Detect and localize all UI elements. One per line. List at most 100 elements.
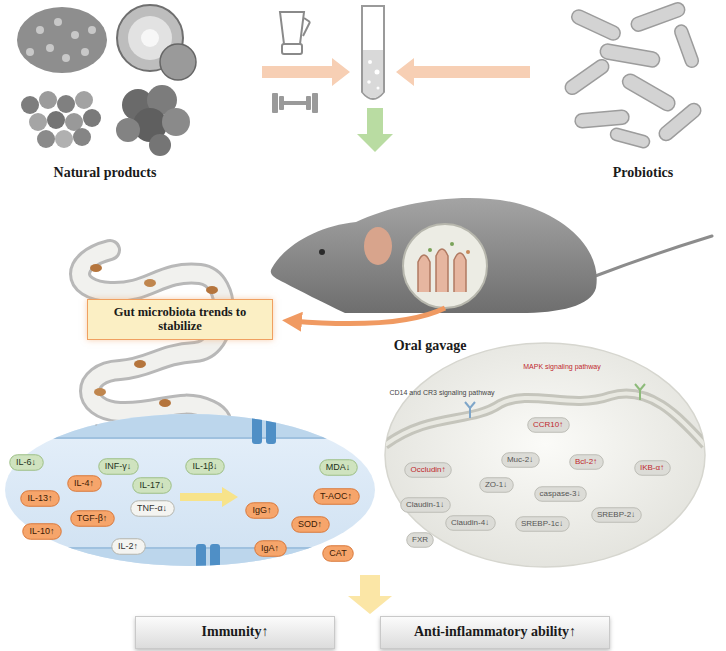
node-text: SOD↑ — [298, 519, 322, 529]
node-text: CAT — [329, 548, 346, 558]
section-label: Probiotics — [613, 165, 673, 181]
node-text: IgA↑ — [261, 543, 279, 553]
pill-shape — [130, 500, 174, 516]
marker-decrease-pill: ZO-1↓ — [479, 477, 514, 493]
dumbbell-icon — [272, 93, 318, 113]
pill-shape — [186, 458, 225, 474]
marker-decrease-pill: IL-17↓ — [132, 477, 172, 494]
pill-shape — [313, 488, 359, 504]
pathway-label: CD14 and CR3 signaling pathway — [389, 389, 494, 396]
node-text: Occludin↑ — [410, 465, 445, 474]
marker-increase-pill: SOD↑ — [291, 516, 330, 533]
pill-shape — [527, 418, 569, 433]
marker-increase-pill: IKB-α↑ — [634, 460, 671, 476]
node-text: INF-γ↓ — [105, 461, 132, 471]
step-label: Oral gavage — [394, 338, 467, 354]
node-text: IL-17↓ — [139, 480, 164, 490]
node-text: SREBP-1c↓ — [521, 519, 563, 528]
node-text: IL-4↑ — [74, 478, 94, 488]
node-text: Immunity↑ — [202, 624, 269, 640]
node-text: Gut microbiota trends to stabilize — [96, 305, 264, 334]
node-text: FXR — [412, 535, 428, 544]
node-text: IKB-α↑ — [640, 463, 664, 472]
marker-increase-pill: IgA↑ — [254, 540, 287, 557]
pill-shape — [21, 490, 60, 506]
node-text: ZO-1↓ — [485, 480, 507, 489]
pill-shape — [634, 461, 670, 476]
natural-products-picture — [17, 5, 196, 156]
pill-shape — [323, 545, 354, 561]
pill-shape — [67, 475, 101, 491]
marker-increase-pill: Bcl-2↑ — [569, 454, 604, 470]
node-text: TNF-α↓ — [137, 503, 167, 513]
pill-shape — [515, 517, 569, 532]
pathway-label: MAPK signaling pathway — [523, 363, 600, 370]
node-text: TGF-β↑ — [77, 513, 108, 523]
process-arrows — [262, 58, 530, 86]
marker-decrease-pill: FXR — [406, 532, 434, 548]
node-text: Claudin-1↓ — [406, 500, 444, 509]
marker-decrease-pill: SREBP-1c↓ — [515, 516, 570, 532]
pill-shape — [407, 533, 434, 548]
pill-shape — [98, 458, 138, 474]
node-text: IL-2↑ — [118, 541, 138, 551]
pill-shape — [400, 498, 450, 513]
pill-shape — [111, 538, 145, 554]
blender-icon — [280, 12, 310, 54]
section-label: Natural products — [54, 165, 157, 181]
pill-shape — [479, 478, 513, 493]
node-text: Anti-inflammatory ability↑ — [414, 624, 576, 640]
marker-decrease-pill: Claudin-4↓ — [445, 515, 496, 531]
node-text: Bcl-2↑ — [575, 457, 597, 466]
pill-shape — [319, 459, 357, 475]
marker-decrease-pill: Claudin-1↓ — [400, 497, 451, 513]
outcome-box: Immunity↑ — [135, 616, 335, 649]
marker-decrease-pill: IL-1β↓ — [185, 458, 225, 475]
pill-shape — [534, 487, 586, 502]
probiotics-picture — [563, 1, 704, 149]
mouse-picture — [271, 198, 712, 313]
node-text: CCR10↑ — [533, 420, 563, 429]
node-text: Claudin-4↓ — [451, 518, 489, 527]
marker-decrease-pill: IL-6↓ — [9, 454, 44, 471]
marker-increase-pill: IgG↑ — [245, 502, 279, 519]
pill-shape — [445, 516, 495, 531]
marker-increase-pill: IL-4↑ — [67, 475, 102, 492]
node-text: SREBP-2↓ — [597, 510, 635, 519]
cell-membrane-picture — [0, 410, 380, 570]
node-text: MDA↓ — [326, 462, 351, 472]
marker-increase-pill: Occludin↑ — [404, 462, 452, 478]
node-text: caspase-3↓ — [540, 489, 581, 498]
node-text: Muc-2↓ — [507, 455, 533, 464]
pill-shape — [133, 477, 172, 493]
marker-pill: TNF-α↓ — [130, 500, 175, 517]
down-arrow — [357, 108, 393, 152]
pill-shape — [501, 453, 539, 468]
marker-increase-pill: IL-10↑ — [22, 523, 62, 540]
marker-increase-pill: CAT — [322, 545, 354, 562]
oral-gavage-arrow — [292, 308, 445, 324]
pill-shape — [591, 508, 641, 523]
intestinal-cell-picture — [385, 343, 705, 567]
node-text: IL-1β↓ — [192, 461, 217, 471]
pill-shape — [405, 463, 452, 478]
marker-decrease-pill: MDA↓ — [319, 459, 358, 476]
marker-pill: IL-2↑ — [111, 538, 146, 555]
node-text: IL-13↑ — [27, 493, 52, 503]
marker-decrease-pill: SREBP-2↓ — [591, 507, 642, 523]
pill-shape — [70, 510, 114, 526]
pill-shape — [569, 455, 603, 470]
marker-increase-pill: CCR10↑ — [527, 417, 570, 433]
marker-decrease-pill: Muc-2↓ — [501, 452, 540, 468]
result-box: Gut microbiota trends to stabilize — [87, 299, 273, 340]
marker-increase-pill: TGF-β↑ — [70, 510, 115, 527]
node-text: T-AOC↑ — [320, 491, 352, 501]
pill-shape — [246, 502, 279, 518]
marker-decrease-pill: caspase-3↓ — [534, 486, 587, 502]
marker-decrease-pill: INF-γ↓ — [98, 458, 139, 475]
pill-shape — [9, 454, 43, 470]
marker-increase-pill: T-AOC↑ — [313, 488, 360, 505]
outcome-box: Anti-inflammatory ability↑ — [380, 616, 610, 649]
